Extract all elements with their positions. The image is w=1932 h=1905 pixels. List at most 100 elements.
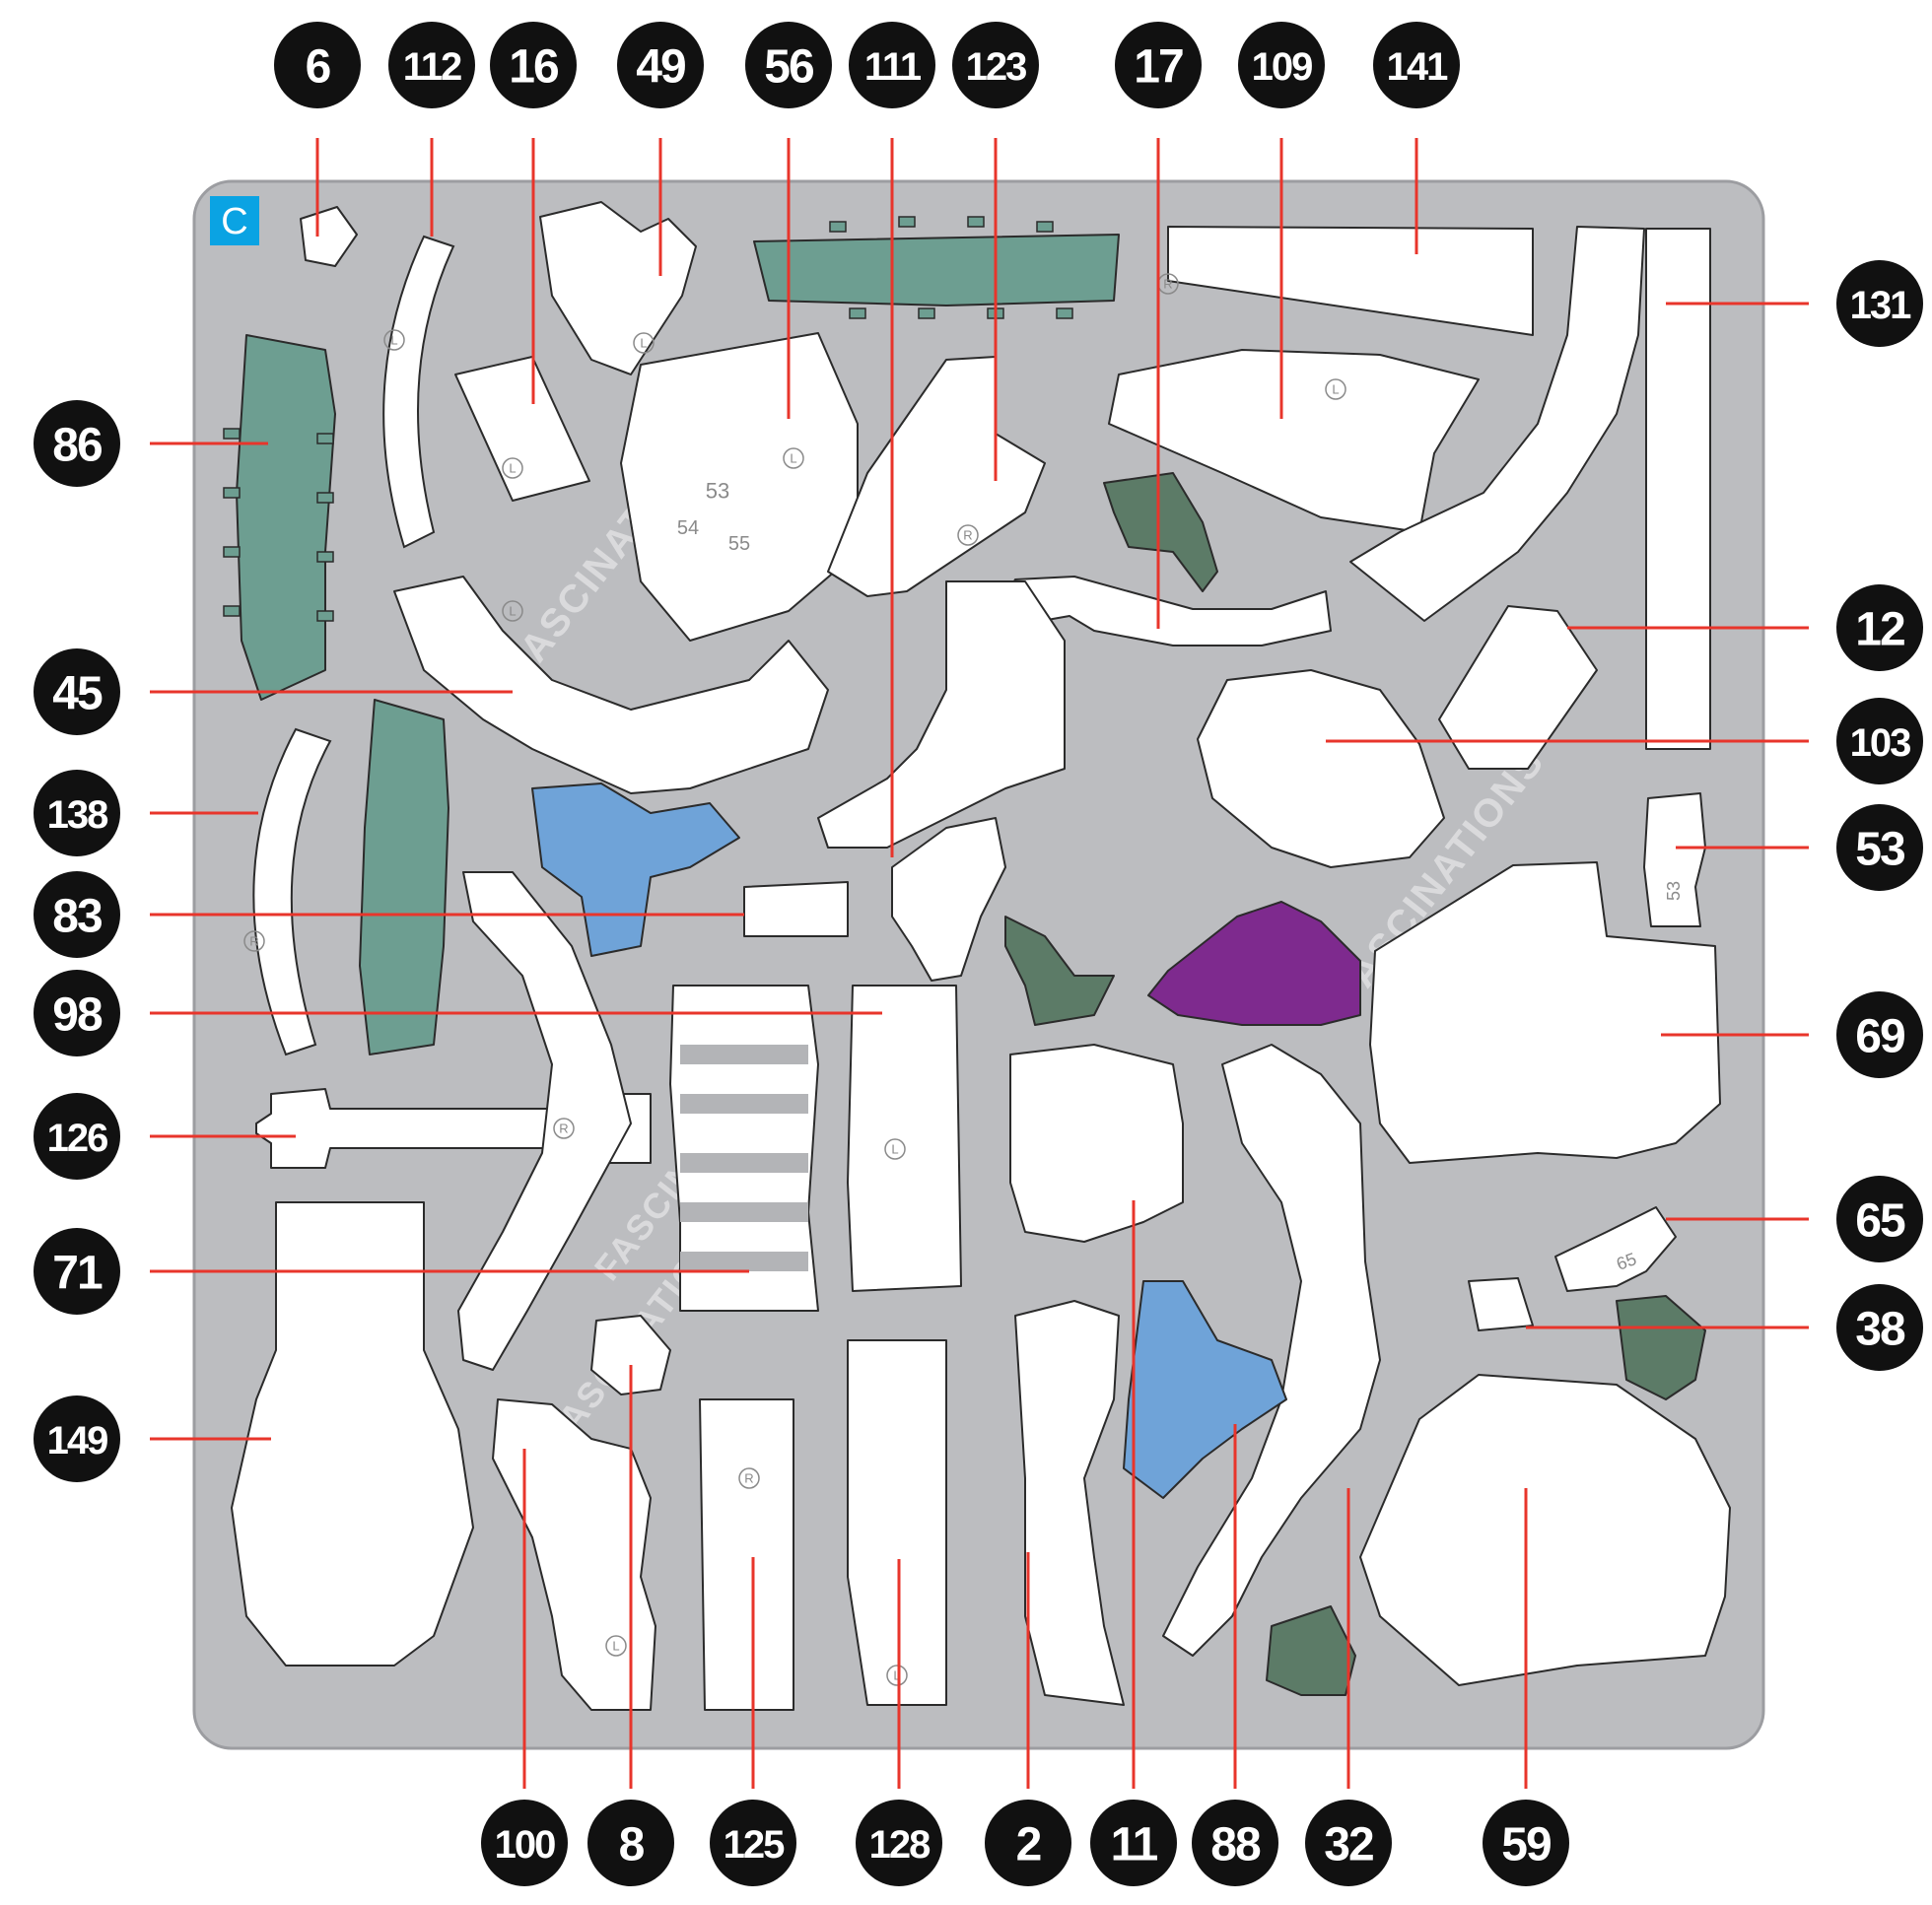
callout-53-label: 53 xyxy=(1855,824,1904,876)
callout-32-label: 32 xyxy=(1324,1819,1373,1871)
callout-59-label: 59 xyxy=(1501,1819,1551,1871)
callout-112-badge xyxy=(388,22,475,108)
part-112-arc xyxy=(382,235,455,549)
callout-16-badge xyxy=(490,22,577,108)
part-59 xyxy=(1359,1374,1731,1686)
callout-131-label: 131 xyxy=(1850,284,1911,327)
leader-lines-layer xyxy=(150,138,1809,1789)
part-purple xyxy=(1147,901,1361,1026)
callout-71-label: 71 xyxy=(52,1248,103,1300)
callout-56-label: 56 xyxy=(764,41,813,94)
sheet-letter-badge xyxy=(210,196,259,245)
callout-86-badge xyxy=(34,400,120,487)
part-blue-2 xyxy=(1123,1280,1287,1499)
callout-126-label: 126 xyxy=(47,1117,107,1160)
left-side-mark-icon xyxy=(1325,378,1346,400)
callout-56-badge xyxy=(745,22,832,108)
callout-109-label: 109 xyxy=(1252,45,1312,89)
left-side-mark-icon xyxy=(502,600,523,622)
part-98 xyxy=(847,985,962,1292)
part-141 xyxy=(1167,226,1534,336)
side-mark-letter: L xyxy=(509,604,516,619)
part-45 xyxy=(393,576,829,794)
part-49 xyxy=(539,201,697,375)
callout-2-label: 2 xyxy=(1016,1819,1041,1871)
callout-88-badge xyxy=(1192,1800,1278,1886)
callout-8-badge xyxy=(587,1800,674,1886)
part-blue-1 xyxy=(531,782,740,957)
part-arm-long xyxy=(457,871,632,1371)
piece-tab xyxy=(1036,221,1054,233)
part-32 xyxy=(1162,1044,1381,1657)
callout-128-label: 128 xyxy=(869,1823,931,1867)
callout-16-label: 16 xyxy=(509,41,558,94)
callout-2-badge xyxy=(985,1800,1071,1886)
side-mark-letter: L xyxy=(790,451,796,466)
piece-number-label: 53 xyxy=(1664,881,1684,901)
callout-88-label: 88 xyxy=(1210,1819,1261,1871)
callout-59-badge xyxy=(1483,1800,1569,1886)
part-138-arc xyxy=(252,727,332,1056)
piece-tab xyxy=(316,433,334,444)
left-side-mark-icon xyxy=(605,1635,627,1657)
callout-45-label: 45 xyxy=(52,668,103,720)
callout-123-badge xyxy=(952,22,1039,108)
callout-69-badge xyxy=(1836,991,1923,1078)
callout-138-label: 138 xyxy=(47,793,108,837)
callout-6-label: 6 xyxy=(306,41,330,94)
callout-6-badge xyxy=(274,22,361,108)
piece-stripe xyxy=(680,1045,808,1064)
sheet-letter: C xyxy=(221,201,247,242)
part-2 xyxy=(1014,1300,1125,1706)
side-mark-letter: R xyxy=(1163,277,1172,292)
side-mark-letter: L xyxy=(612,1639,619,1654)
callout-138-badge xyxy=(34,770,120,856)
side-mark-letter: L xyxy=(390,333,397,348)
left-side-mark-icon xyxy=(633,332,655,354)
callout-100-label: 100 xyxy=(495,1823,555,1867)
piece-tab xyxy=(223,546,241,558)
callout-71-badge xyxy=(34,1228,120,1315)
piece-tab xyxy=(898,216,916,228)
part-86-left-teal xyxy=(236,334,336,701)
right-side-mark-icon xyxy=(957,524,979,546)
callout-98-label: 98 xyxy=(52,989,103,1042)
part-86-top-teal xyxy=(753,234,1120,306)
piece-number-label: 55 xyxy=(728,533,750,555)
part-cross xyxy=(891,817,1006,982)
part-125 xyxy=(699,1398,794,1711)
part-128 xyxy=(847,1339,947,1706)
part-11 xyxy=(1009,1044,1184,1243)
callout-83-badge xyxy=(34,871,120,958)
part-green-3 xyxy=(1616,1295,1706,1400)
part-131-strip xyxy=(1645,228,1711,750)
part-65 xyxy=(1554,1206,1677,1292)
callout-111-label: 111 xyxy=(864,45,922,89)
callout-17-label: 17 xyxy=(1134,41,1183,94)
piece-stripe xyxy=(680,1202,808,1222)
callout-126-badge xyxy=(34,1093,120,1180)
left-side-mark-icon xyxy=(884,1138,906,1160)
callout-128-badge xyxy=(856,1800,942,1886)
left-side-mark-icon xyxy=(502,457,523,479)
part-53 xyxy=(1643,792,1706,927)
callout-149-badge xyxy=(34,1395,120,1482)
left-side-mark-icon xyxy=(383,329,405,351)
callout-123-label: 123 xyxy=(966,45,1026,89)
callout-141-label: 141 xyxy=(1387,45,1448,89)
part-8 xyxy=(590,1315,671,1395)
callout-53-badge xyxy=(1836,804,1923,891)
callout-98-badge xyxy=(34,970,120,1056)
part-38 xyxy=(1468,1277,1534,1331)
piece-tab xyxy=(967,216,985,228)
piece-tab xyxy=(223,428,241,440)
left-side-mark-icon xyxy=(783,447,804,469)
part-111 xyxy=(817,580,1066,849)
side-mark-letter: L xyxy=(1332,382,1339,397)
callout-12-badge xyxy=(1836,584,1923,671)
callout-103-badge xyxy=(1836,698,1923,784)
piece-tab xyxy=(918,307,935,319)
piece-number-label: 54 xyxy=(677,517,699,539)
part-103 xyxy=(1197,669,1445,868)
callout-69-label: 69 xyxy=(1855,1011,1904,1063)
